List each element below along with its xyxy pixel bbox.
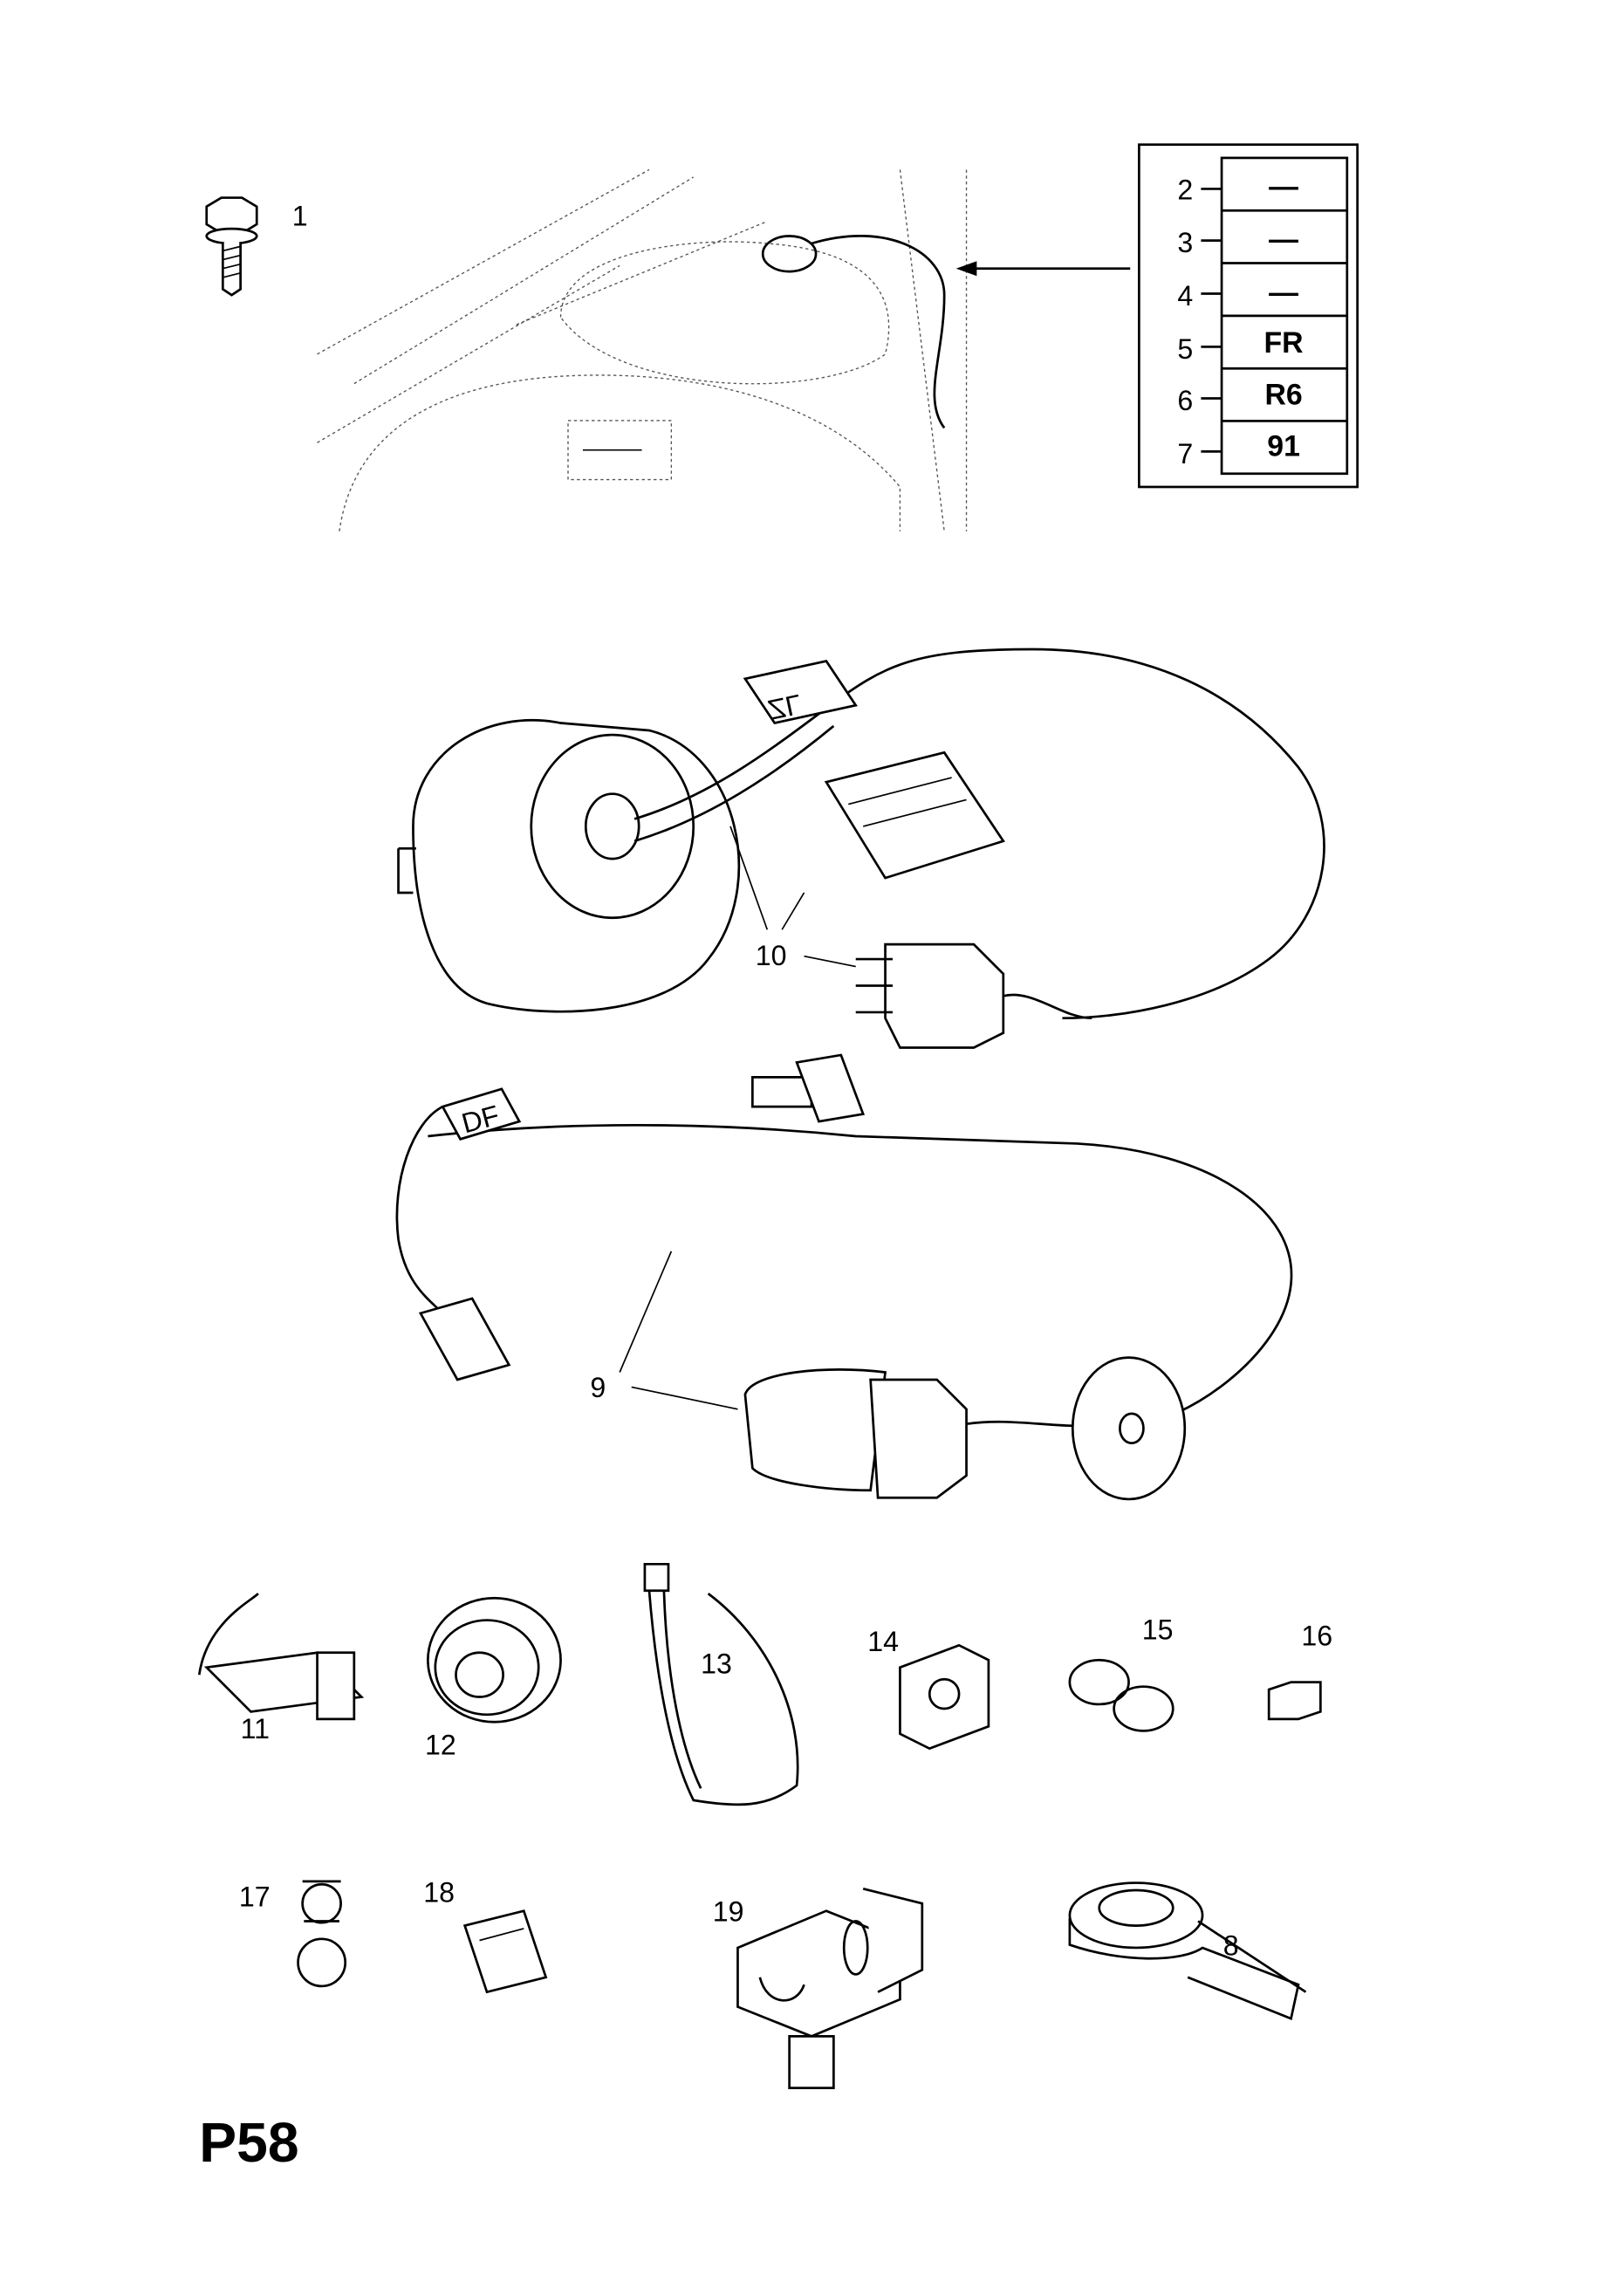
- bolt-illustration: [205, 196, 258, 297]
- callout-11: 11: [241, 1713, 270, 1744]
- callout-16: 16: [1301, 1620, 1332, 1651]
- row-number: 2: [1177, 174, 1193, 205]
- harness-10-illustration: ZL: [397, 648, 1325, 1049]
- row-code: R6: [1264, 378, 1302, 411]
- row-number: 7: [1177, 438, 1193, 469]
- harness-tag-upper: ZL: [765, 689, 804, 726]
- row-number: 4: [1177, 280, 1193, 312]
- code-row: 4 —: [1177, 277, 1298, 312]
- code-table: 2 — 3 — 4 — 5 FR 6 R6 7: [1138, 143, 1359, 489]
- callout-15: 15: [1142, 1614, 1174, 1646]
- callout-9: 9: [590, 1372, 606, 1403]
- row-number: 5: [1177, 333, 1193, 365]
- callout-1: 1: [292, 201, 308, 232]
- leader-line: [619, 1251, 673, 1373]
- code-row: 5 FR: [1177, 326, 1303, 365]
- callout-12: 12: [425, 1729, 456, 1760]
- harness-9-illustration: DF: [395, 1053, 1293, 1501]
- code-row: 3 —: [1177, 223, 1298, 258]
- callout-8: 8: [1223, 1929, 1239, 1961]
- leader-line: [781, 892, 805, 930]
- row-code: —: [1269, 170, 1298, 203]
- clip-19: [736, 1888, 924, 2089]
- row-code: —: [1269, 223, 1298, 257]
- callout-17: 17: [239, 1881, 270, 1913]
- clip-15: [1068, 1658, 1174, 1732]
- row-code: 91: [1267, 429, 1300, 463]
- row-number: 3: [1177, 227, 1193, 258]
- cable-tie-13: [643, 1562, 799, 1806]
- clip-18: [462, 1909, 548, 1994]
- clip-17: [297, 1880, 347, 1988]
- code-row: 6 R6: [1177, 378, 1302, 416]
- row-number: 6: [1177, 385, 1193, 416]
- arrowhead-icon: [955, 261, 977, 277]
- tape-roll-8: [1068, 1881, 1307, 2020]
- leader-line: [804, 955, 856, 968]
- row-code: —: [1269, 277, 1298, 310]
- code-row: 2 —: [1177, 170, 1298, 205]
- callout-18: 18: [423, 1877, 455, 1909]
- leader-line: [729, 826, 769, 930]
- code-row: 7 91: [1177, 429, 1300, 469]
- leader-line: [631, 1386, 738, 1410]
- vehicle-location-sketch: [317, 168, 968, 531]
- edge-trim-11: [197, 1593, 365, 1721]
- callout-19: 19: [713, 1896, 744, 1928]
- callout-14: 14: [867, 1626, 899, 1657]
- row-code: FR: [1264, 326, 1304, 360]
- clip-16: [1267, 1681, 1322, 1721]
- clip-14: [899, 1643, 990, 1751]
- callout-13: 13: [701, 1648, 732, 1679]
- page-code: P58: [199, 2111, 298, 2174]
- grommet-12: [427, 1596, 562, 1724]
- callout-10: 10: [756, 940, 787, 971]
